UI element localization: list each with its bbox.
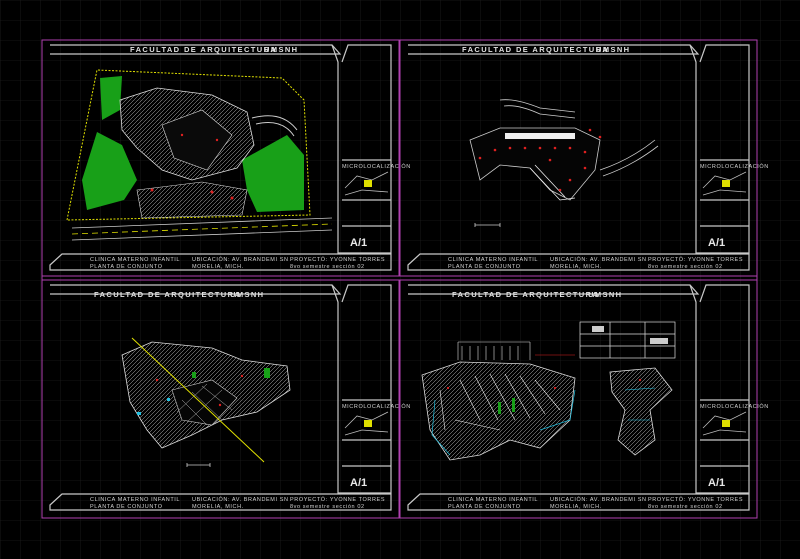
detail-drawings[interactable] [421,321,676,461]
location-line-2: MORELIA, MICH. [192,264,244,270]
sheet-1[interactable]: FACULTAD DE ARQUITECTURA UMSNH MICROLOCA… [41,39,411,277]
diagonal-axis [131,337,265,463]
project-line-2: PLANTA DE CONJUNTO [90,264,163,270]
cyan-accents [137,398,170,415]
scale-bar [474,223,501,227]
title-frame [49,284,392,511]
green-marks [498,398,515,414]
sheet-number: A/1 [708,477,725,489]
red-markers [155,374,244,407]
microlocation-map [344,171,389,196]
top-bar [505,133,575,139]
project-line-1: CLINICA MATERNO INFANTIL [448,497,538,503]
diagonal-wing [529,164,576,201]
micro-label: MICROLOCALIZACIÓN [342,163,411,170]
sheet-header: FACULTAD DE ARQUITECTURA [130,45,277,54]
green-accents [192,368,270,378]
sheet-school: UMSNH [264,45,299,54]
building-core [161,109,233,171]
location-line-2: MORELIA, MICH. [192,504,244,510]
micro-label: MICROLOCALIZACIÓN [700,163,769,170]
sheet-4[interactable]: FACULTAD DE ARQUITECTURA UMSNH MICROLOCA… [399,279,769,519]
green-area-right [242,135,304,212]
author-line-1: PROYECTÓ: YVONNE TORRES [290,496,385,503]
microlocation-map [702,171,747,196]
sheet-3[interactable]: FACULTAD DE ARQUITECTURA UMSNH MICROLOCA… [41,279,411,519]
scale-bar [186,463,211,467]
project-line-1: CLINICA MATERNO INFANTIL [448,257,538,263]
sheet-school: UMSNH [230,290,265,299]
author-line-1: PROYECTÓ: YVONNE TORRES [648,256,743,263]
location-line-1: UBICACIÓN: AV. BRANDEMI SN [550,256,647,263]
author-line-2: 8vo semestre sección 02 [648,504,723,510]
sheet-header: FACULTAD DE ARQUITECTURA [94,290,241,299]
location-line-2: MORELIA, MICH. [550,264,602,270]
road [71,217,333,241]
site-plan-drawing[interactable] [66,69,333,241]
sheet-header: FACULTAD DE ARQUITECTURA [462,45,609,54]
project-line-2: PLANTA DE CONJUNTO [90,504,163,510]
sheet-school: UMSNH [588,290,623,299]
location-line-2: MORELIA, MICH. [550,504,602,510]
green-area-left [82,132,137,210]
author-line-1: PROYECTÓ: YVONNE TORRES [290,256,385,263]
sheet-number: A/1 [708,237,725,249]
location-line-1: UBICACIÓN: AV. BRANDEMI SN [192,496,289,503]
main-plan-rooms [439,373,561,431]
section-elevation-left [457,341,575,360]
sheet-school: UMSNH [596,45,631,54]
layout-frame [41,39,758,519]
location-line-1: UBICACIÓN: AV. BRANDEMI SN [550,496,647,503]
author-line-2: 8vo semestre sección 02 [290,264,365,270]
author-line-2: 8vo semestre sección 02 [290,504,365,510]
plan-outline [469,127,601,201]
axis-plan-drawing[interactable] [121,337,291,467]
red-markers [446,378,642,390]
sheet-number: A/1 [350,237,367,249]
micro-label: MICROLOCALIZACIÓN [342,403,411,410]
red-markers [150,133,234,200]
right-ramp [599,139,659,177]
project-line-1: CLINICA MATERNO INFANTIL [90,257,180,263]
building-section [579,321,676,359]
floor-plan-drawing[interactable] [469,99,659,227]
title-frame [407,44,750,271]
project-line-2: PLANTA DE CONJUNTO [448,504,521,510]
green-area-top [100,76,122,120]
micro-label: MICROLOCALIZACIÓN [700,403,769,410]
site-boundary [66,69,311,221]
title-frame [407,284,750,511]
curved-walkway [251,115,298,137]
microlocation-map [702,411,747,436]
column-dots [478,128,602,192]
location-line-1: UBICACIÓN: AV. BRANDEMI SN [192,256,289,263]
sheet-header: FACULTAD DE ARQUITECTURA [452,290,599,299]
wing-cyan [624,387,656,421]
plaza [136,181,248,219]
cyan-outline [431,389,576,456]
author-line-1: PROYECTÓ: YVONNE TORRES [648,496,743,503]
project-line-2: PLANTA DE CONJUNTO [448,264,521,270]
project-line-1: CLINICA MATERNO INFANTIL [90,497,180,503]
title-frame [49,44,392,271]
interior-grid [176,383,233,426]
sheet-number: A/1 [350,477,367,489]
author-line-2: 8vo semestre sección 02 [648,264,723,270]
top-ramp [499,99,576,119]
microlocation-map [344,411,389,436]
